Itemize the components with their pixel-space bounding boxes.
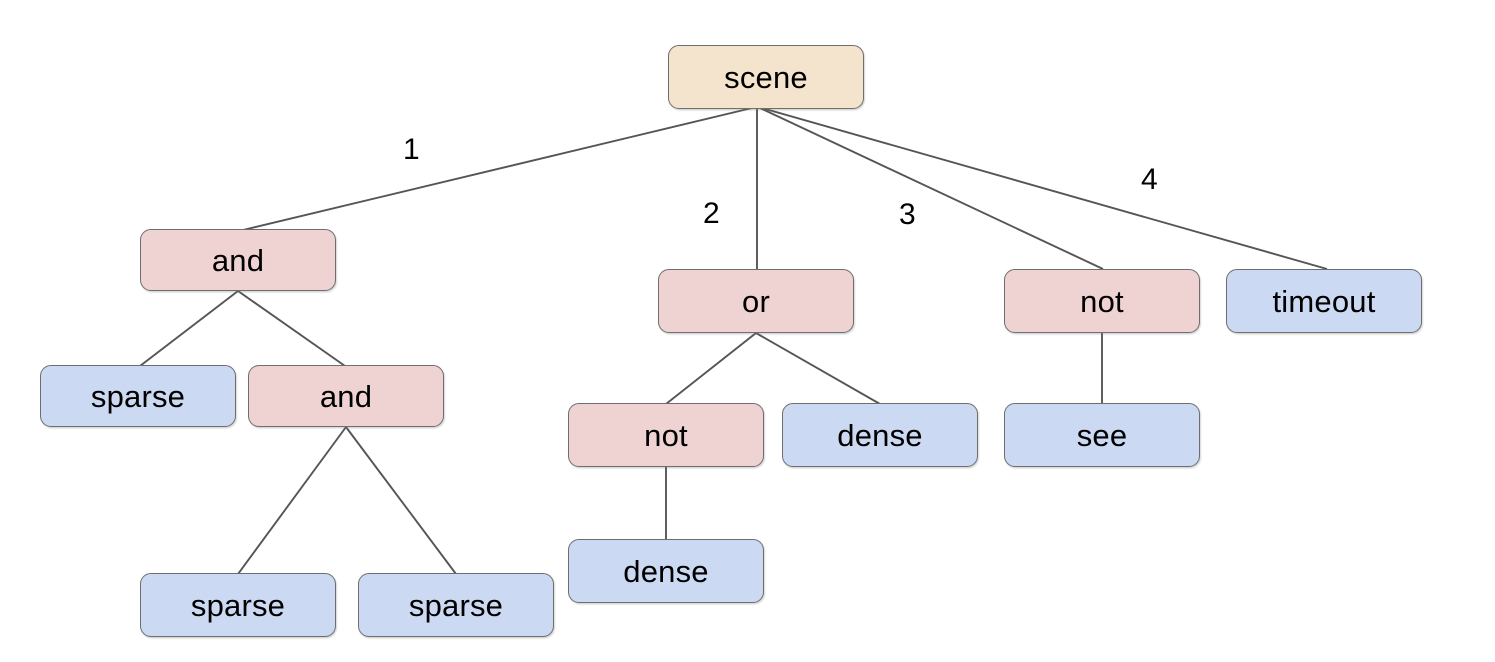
node-label: and (319, 378, 373, 414)
node-label: dense (837, 417, 923, 453)
node-sparse3[interactable]: sparse (358, 573, 554, 637)
edge-or1-to-not2 (665, 332, 757, 405)
node-label: scene (724, 59, 808, 95)
node-and1[interactable]: and (140, 229, 336, 291)
edge-or1-to-dense1 (755, 332, 881, 405)
node-timeout1[interactable]: timeout (1226, 269, 1422, 333)
node-label: not (644, 417, 688, 453)
node-or1[interactable]: or (658, 269, 854, 333)
node-label: sparse (190, 587, 286, 623)
edge-and1-to-sparse1 (139, 290, 239, 367)
node-label: or (742, 283, 770, 319)
node-sparse1[interactable]: sparse (40, 365, 236, 427)
node-scene[interactable]: scene (668, 45, 864, 109)
node-see1[interactable]: see (1004, 403, 1200, 467)
edge-scene-to-timeout1 (761, 107, 1328, 270)
edge-and1-to-and2 (237, 290, 346, 367)
node-label: and (211, 242, 265, 278)
edge-scene-to-and1 (242, 107, 753, 231)
node-dense1[interactable]: dense (782, 403, 978, 467)
node-not2[interactable]: not (568, 403, 764, 467)
edge-label-2: 2 (703, 197, 720, 230)
node-label: see (1076, 417, 1128, 453)
edge-label-1: 1 (403, 133, 420, 166)
edge-and2-to-sparse2 (237, 426, 347, 575)
node-label: sparse (90, 378, 186, 414)
node-label: dense (623, 553, 709, 589)
edge-label-3: 3 (899, 198, 916, 231)
edge-label-4: 4 (1141, 163, 1158, 196)
edge-scene-to-not1 (759, 107, 1104, 270)
node-label: sparse (408, 587, 504, 623)
node-not1[interactable]: not (1004, 269, 1200, 333)
node-dense2[interactable]: dense (568, 539, 764, 603)
node-label: timeout (1272, 283, 1376, 319)
node-sparse2[interactable]: sparse (140, 573, 336, 637)
edge-and2-to-sparse3 (345, 426, 457, 575)
node-label: not (1080, 283, 1124, 319)
node-and2[interactable]: and (248, 365, 444, 427)
